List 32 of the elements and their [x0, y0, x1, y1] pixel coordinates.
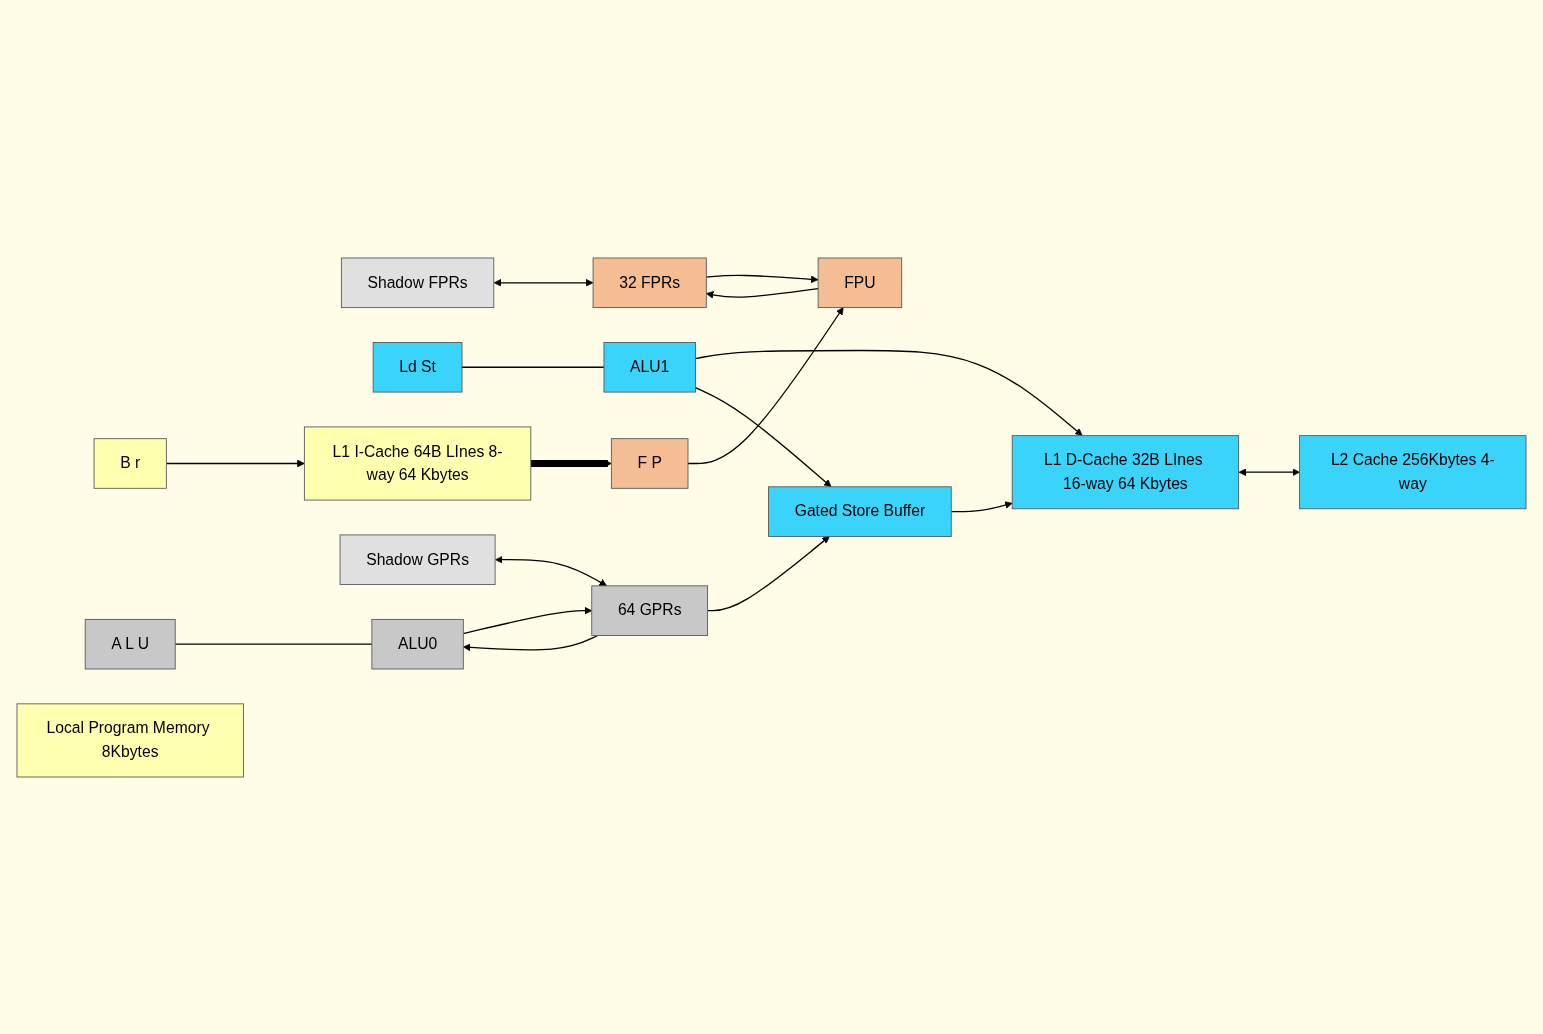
node-box: Local Program Memory 8Kbytes — [16, 702, 244, 777]
arrow — [705, 274, 819, 283]
node-box: 32 FPRs — [592, 257, 707, 308]
node-box: Shadow GPRs — [339, 534, 496, 585]
arrow — [694, 349, 1083, 436]
arrow — [950, 500, 1013, 512]
node-box: FPU — [817, 257, 903, 308]
node-box: L1 D-Cache 32B LInes 16-way 64 Kbytes — [1011, 434, 1240, 509]
arrow — [530, 459, 612, 467]
arrow — [694, 386, 832, 487]
arrow — [1238, 467, 1300, 476]
arrow — [493, 278, 594, 287]
arrow — [705, 287, 819, 299]
arrow — [462, 634, 599, 651]
node-box: L1 I-Cache 64B LInes 8-way 64 Kbytes — [303, 426, 532, 500]
node-box: F P — [610, 437, 689, 489]
node-box: ALU0 — [371, 618, 464, 669]
connector — [174, 643, 373, 645]
node-box: A L U — [84, 618, 176, 669]
connector — [461, 366, 605, 368]
node-box: Shadow FPRs — [340, 257, 495, 308]
node-box: B r — [93, 437, 167, 489]
node-box: Ld St — [372, 341, 463, 393]
node-box: Gated Store Buffer — [768, 485, 952, 537]
node-box: 64 GPRs — [591, 584, 709, 636]
arrow — [495, 555, 607, 586]
arrow — [687, 306, 844, 464]
arrow — [706, 535, 830, 611]
arrow — [462, 606, 593, 634]
node-box: L2 Cache 256Kbytes 4-way — [1299, 434, 1527, 509]
arrow — [165, 459, 305, 467]
node-box: ALU1 — [603, 341, 696, 393]
